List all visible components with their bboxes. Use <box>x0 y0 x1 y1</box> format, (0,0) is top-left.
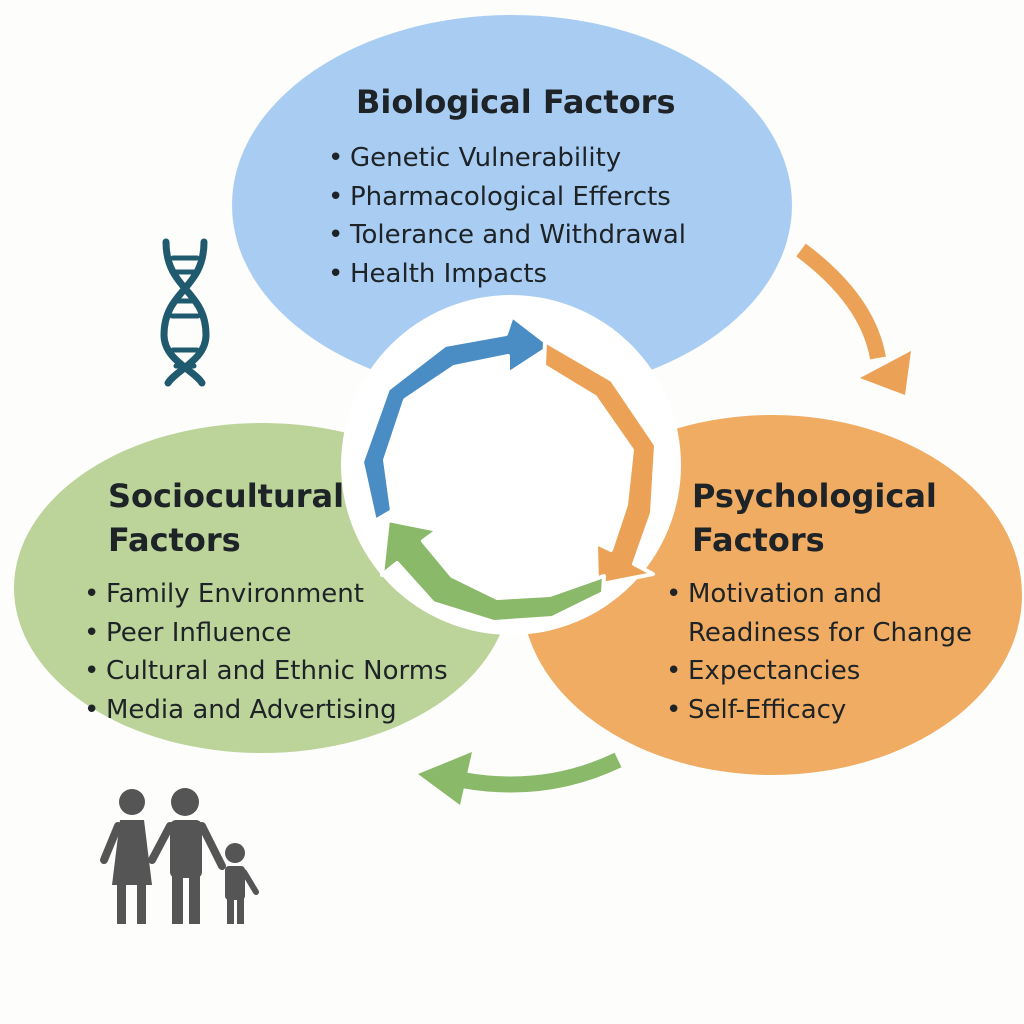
sociocultural-title-line2: Factors <box>108 521 241 559</box>
bio-to-psych-arrowhead <box>860 351 911 395</box>
list-item: Pharmacological Effercts <box>328 178 686 217</box>
psych-to-soc-arrowhead <box>418 752 472 805</box>
biological-title: Biological Factors <box>356 83 676 121</box>
psychological-factors-block: Psychological Factors <box>692 474 937 562</box>
list-item: Cultural and Ethnic Norms <box>84 652 448 691</box>
sociocultural-title-line1: Sociocultural <box>108 477 345 515</box>
list-item: Media and Advertising <box>84 691 448 730</box>
biological-factors-block: Biological Factors <box>356 80 676 124</box>
psychological-title-line1: Psychological <box>692 477 937 515</box>
sociocultural-list: Family Environment Peer Influence Cultur… <box>84 575 448 729</box>
family-icon <box>100 788 259 924</box>
list-item-continuation: Readiness for Change <box>688 617 972 648</box>
list-item: Motivation and <box>666 575 972 614</box>
list-item: Peer Influence <box>84 614 448 653</box>
list-item: Self-Efficacy <box>666 691 972 730</box>
orange-cycle-arrow <box>542 339 658 587</box>
list-item: Family Environment <box>84 575 448 614</box>
psychological-title-line2: Factors <box>692 521 825 559</box>
bio-to-psych-arrow <box>796 243 886 360</box>
psychological-list: Motivation and Readiness for Change Expe… <box>666 575 972 729</box>
sociocultural-factors-block: Sociocultural Factors <box>108 474 344 562</box>
list-item: Expectancies <box>666 652 972 691</box>
list-item: Genetic Vulnerability <box>328 139 686 178</box>
blue-cycle-arrow <box>360 314 553 523</box>
dna-icon <box>160 238 210 387</box>
list-item: Tolerance and Withdrawal <box>328 216 686 255</box>
biological-list: Genetic Vulnerability Pharmacological Ef… <box>328 139 686 293</box>
list-item: Health Impacts <box>328 255 686 294</box>
connector-arrows <box>418 243 911 805</box>
psych-to-soc-arrow <box>460 752 622 793</box>
